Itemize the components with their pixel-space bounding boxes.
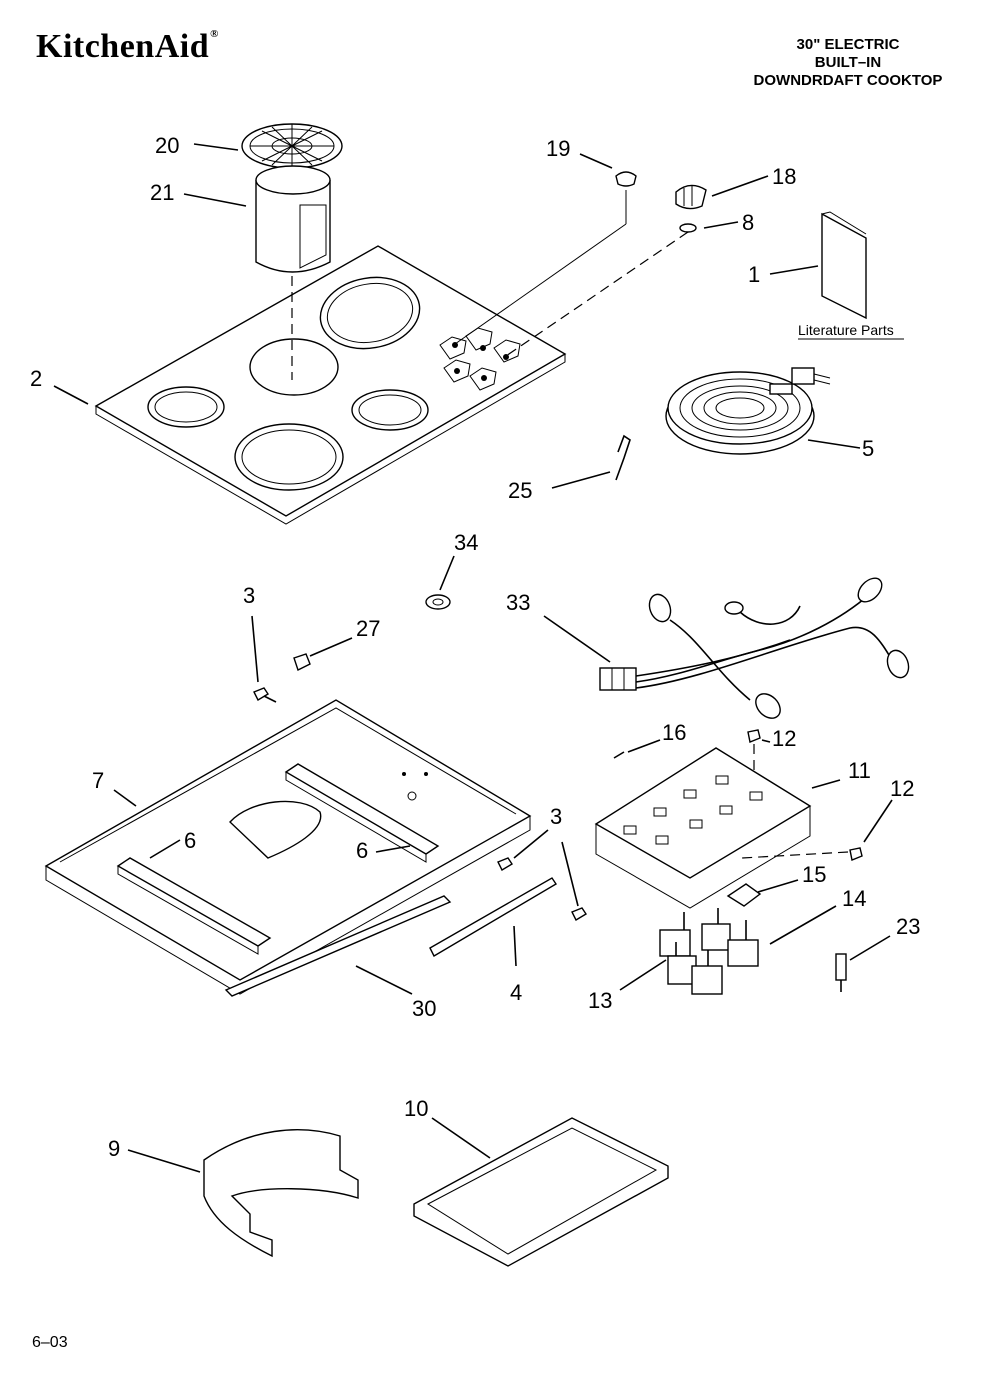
seal-part-8: [679, 223, 697, 233]
callout-5: 5: [862, 436, 874, 461]
diagram-title: 30" ELECTRIC BUILT–IN DOWNDRDAFT COOKTOP: [738, 36, 958, 90]
callout-13: 13: [588, 988, 612, 1013]
surface-element-part-5: [665, 367, 831, 455]
callout-20: 20: [155, 133, 179, 158]
callout-25: 25: [508, 478, 532, 503]
bracket-part-6-right: [284, 763, 440, 863]
kitchenaid-logo: KitchenAid®: [36, 28, 219, 66]
vent-grate-part-20: [241, 123, 343, 169]
trim-strip-part-30: [224, 895, 452, 997]
plug-part-27: [293, 653, 311, 671]
title-line-2: BUILT–IN: [814, 54, 882, 71]
registered-mark: ®: [210, 28, 219, 40]
wire-harness-part-33: [599, 577, 910, 719]
callout-14: 14: [842, 886, 866, 911]
wire-part-16: [613, 751, 625, 759]
screw-part-12: [747, 729, 863, 861]
callout-18: 18: [772, 164, 796, 189]
callout-16: 16: [662, 720, 686, 745]
grommet-part-34: [425, 594, 451, 610]
callout-8: 8: [742, 210, 754, 235]
callout-27: 27: [356, 616, 380, 641]
indicator-light-part-23: [835, 953, 847, 992]
literature-parts-label: Literature Parts: [798, 322, 894, 338]
callout-30: 30: [412, 996, 436, 1021]
callout-15: 15: [802, 862, 826, 887]
callout-19: 19: [546, 136, 570, 161]
callout-2: 2: [30, 366, 42, 391]
leader-lines: [53, 143, 893, 1173]
callout-6-right: 6: [356, 838, 368, 863]
title-line-1: 30" ELECTRIC: [796, 36, 900, 53]
screw-part-3-top: [253, 687, 277, 703]
clip-part-25: [615, 434, 631, 481]
logo-text: KitchenAid: [36, 28, 210, 65]
bracket-part-6-left: [116, 857, 272, 955]
page-code: 6–03: [32, 1334, 68, 1351]
knob-cap-part-19: [615, 171, 637, 187]
callout-34: 34: [454, 530, 478, 555]
tray-part-10: [413, 1117, 669, 1267]
callout-7: 7: [92, 768, 104, 793]
callout-9: 9: [108, 1136, 120, 1161]
callout-3-top: 3: [243, 583, 255, 608]
callout-12-right: 12: [890, 776, 914, 801]
screw-part-3-right: [497, 857, 587, 921]
callout-3-right: 3: [550, 804, 562, 829]
literature-part-1: [821, 211, 867, 320]
switches-part-13: [659, 908, 759, 995]
filter-part-21: [255, 165, 331, 273]
trim-strip-part-4: [429, 877, 557, 957]
callout-4: 4: [510, 980, 522, 1005]
cooktop-glass-part-2: [94, 245, 567, 525]
insulator-part-15: [726, 883, 762, 907]
callout-21: 21: [150, 180, 174, 205]
knob-part-18: [675, 184, 707, 210]
callout-11: 11: [848, 758, 871, 783]
callout-1: 1: [748, 262, 760, 287]
callout-10: 10: [404, 1096, 428, 1121]
title-line-3: DOWNDRDAFT COOKTOP: [753, 72, 943, 89]
callout-33: 33: [506, 590, 530, 615]
chassis-part-7: [44, 699, 532, 995]
callout-6-left: 6: [184, 828, 196, 853]
callout-23: 23: [896, 914, 920, 939]
control-box-part-11: [594, 747, 812, 909]
callout-12-top: 12: [772, 726, 796, 751]
shield-part-9: [203, 1129, 359, 1258]
